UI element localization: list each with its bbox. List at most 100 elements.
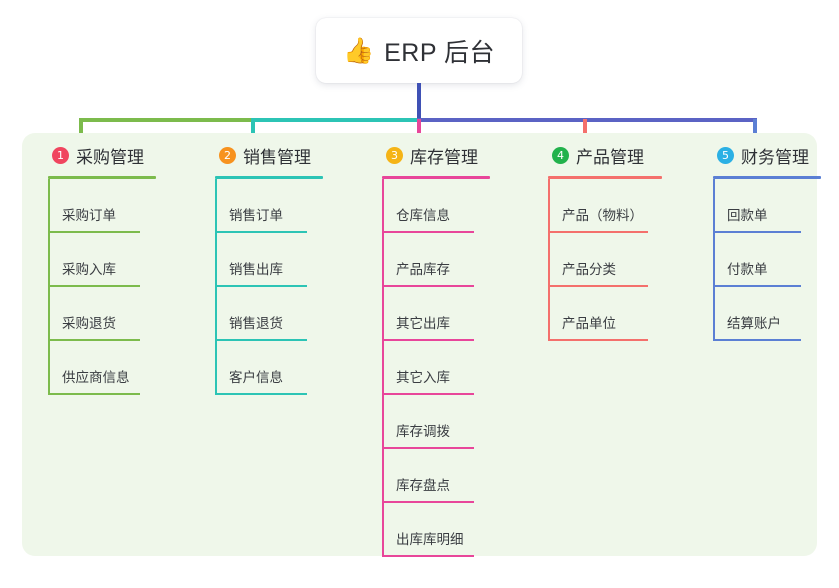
leaf-item-label: 库存调拨 xyxy=(396,424,450,439)
column-badge-1: 1 xyxy=(52,146,69,164)
leaf-item-underline xyxy=(713,339,801,341)
leaf-item[interactable]: 采购订单 xyxy=(38,179,188,233)
leaf-item[interactable]: 产品库存 xyxy=(372,233,522,287)
column-underline-1 xyxy=(48,176,156,179)
leaf-item-label: 销售退货 xyxy=(229,316,283,331)
leaf-item-underline xyxy=(382,393,474,395)
column-title-5: 财务管理 xyxy=(741,147,809,167)
leaf-item-label: 产品（物料） xyxy=(562,208,643,223)
column-badge-3: 3 xyxy=(386,146,403,164)
leaf-item-label: 产品单位 xyxy=(562,316,616,331)
root-node-title: ERP 后台 xyxy=(384,38,496,67)
leaf-item-label: 其它出库 xyxy=(396,316,450,331)
leaf-item[interactable]: 供应商信息 xyxy=(38,341,188,395)
leaf-item-underline xyxy=(382,447,474,449)
leaf-item-label: 供应商信息 xyxy=(62,370,130,385)
leaf-item-underline xyxy=(548,231,648,233)
column-title-1: 采购管理 xyxy=(76,147,144,167)
leaf-item-label: 仓库信息 xyxy=(396,208,450,223)
leaf-item[interactable]: 其它入库 xyxy=(372,341,522,395)
column-items-5: 回款单付款单结算账户 xyxy=(703,179,839,341)
leaf-item[interactable]: 销售退货 xyxy=(205,287,355,341)
leaf-item-underline xyxy=(713,285,801,287)
column-spine-5 xyxy=(713,179,715,341)
leaf-item-underline xyxy=(215,393,307,395)
column-header-3[interactable]: 3 库存管理 xyxy=(372,142,522,168)
leaf-item-underline xyxy=(48,339,140,341)
column-badge-2: 2 xyxy=(219,146,236,164)
leaf-item[interactable]: 付款单 xyxy=(703,233,839,287)
column-underline-2 xyxy=(215,176,323,179)
branch-column-1: 1 采购管理采购订单采购入库采购退货供应商信息 xyxy=(38,142,188,395)
leaf-item-underline xyxy=(48,393,140,395)
leaf-item[interactable]: 其它出库 xyxy=(372,287,522,341)
leaf-item-underline xyxy=(215,285,307,287)
leaf-item-label: 产品分类 xyxy=(562,262,616,277)
column-spine-2 xyxy=(215,179,217,395)
leaf-item-underline xyxy=(713,231,801,233)
leaf-item[interactable]: 采购退货 xyxy=(38,287,188,341)
leaf-item[interactable]: 客户信息 xyxy=(205,341,355,395)
column-items-1: 采购订单采购入库采购退货供应商信息 xyxy=(38,179,188,395)
leaf-item-label: 采购订单 xyxy=(62,208,116,223)
column-badge-5: 5 xyxy=(717,146,734,164)
leaf-item[interactable]: 库存调拨 xyxy=(372,395,522,449)
column-header-1[interactable]: 1 采购管理 xyxy=(38,142,188,168)
column-items-4: 产品（物料） 产品分类产品单位 xyxy=(538,179,688,341)
leaf-item[interactable]: 出库库明细 xyxy=(372,503,522,557)
leaf-item[interactable]: 回款单 xyxy=(703,179,839,233)
column-spine-1 xyxy=(48,179,50,395)
column-spine-3 xyxy=(382,179,384,557)
leaf-item-label: 销售出库 xyxy=(229,262,283,277)
root-node-card[interactable]: 👍 ERP 后台 xyxy=(316,18,522,83)
column-items-2: 销售订单销售出库销售退货客户信息 xyxy=(205,179,355,395)
leaf-item-underline xyxy=(215,231,307,233)
leaf-item-label: 产品库存 xyxy=(396,262,450,277)
leaf-item-underline xyxy=(548,285,648,287)
leaf-item[interactable]: 销售订单 xyxy=(205,179,355,233)
leaf-item-underline xyxy=(215,339,307,341)
column-title-3: 库存管理 xyxy=(410,147,478,167)
leaf-item-label: 库存盘点 xyxy=(396,478,450,493)
leaf-item-underline xyxy=(382,555,474,557)
leaf-item-label: 其它入库 xyxy=(396,370,450,385)
leaf-item-label: 销售订单 xyxy=(229,208,283,223)
leaf-item-underline xyxy=(48,231,140,233)
leaf-item-label: 出库库明细 xyxy=(396,532,464,547)
branch-column-4: 4 产品管理产品（物料） 产品分类产品单位 xyxy=(538,142,688,341)
leaf-item-label: 结算账户 xyxy=(727,316,781,331)
column-underline-3 xyxy=(382,176,490,179)
column-underline-5 xyxy=(713,176,821,179)
leaf-item[interactable]: 结算账户 xyxy=(703,287,839,341)
leaf-item[interactable]: 采购入库 xyxy=(38,233,188,287)
leaf-item-label: 客户信息 xyxy=(229,370,283,385)
branch-column-5: 5 财务管理回款单付款单结算账户 xyxy=(703,142,839,341)
leaf-item-underline xyxy=(382,501,474,503)
leaf-item-underline xyxy=(48,285,140,287)
column-title-4: 产品管理 xyxy=(576,147,644,167)
leaf-item-label: 采购退货 xyxy=(62,316,116,331)
leaf-item[interactable]: 库存盘点 xyxy=(372,449,522,503)
column-underline-4 xyxy=(548,176,662,179)
diagram-panel xyxy=(22,133,817,556)
column-badge-4: 4 xyxy=(552,146,569,164)
leaf-item-underline xyxy=(382,231,474,233)
leaf-item[interactable]: 产品分类 xyxy=(538,233,688,287)
leaf-item-underline xyxy=(382,285,474,287)
column-header-4[interactable]: 4 产品管理 xyxy=(538,142,688,168)
thumbs-up-icon: 👍 xyxy=(342,36,375,65)
leaf-item[interactable]: 产品单位 xyxy=(538,287,688,341)
leaf-item[interactable]: 销售出库 xyxy=(205,233,355,287)
column-items-3: 仓库信息产品库存其它出库其它入库库存调拨库存盘点出库库明细 xyxy=(372,179,522,557)
leaf-item[interactable]: 仓库信息 xyxy=(372,179,522,233)
column-header-5[interactable]: 5 财务管理 xyxy=(703,142,839,168)
leaf-item[interactable]: 产品（物料） xyxy=(538,179,688,233)
branch-column-3: 3 库存管理仓库信息产品库存其它出库其它入库库存调拨库存盘点出库库明细 xyxy=(372,142,522,557)
column-spine-4 xyxy=(548,179,550,341)
leaf-item-label: 回款单 xyxy=(727,208,768,223)
leaf-item-underline xyxy=(382,339,474,341)
leaf-item-label: 付款单 xyxy=(727,262,768,277)
leaf-item-underline xyxy=(548,339,648,341)
